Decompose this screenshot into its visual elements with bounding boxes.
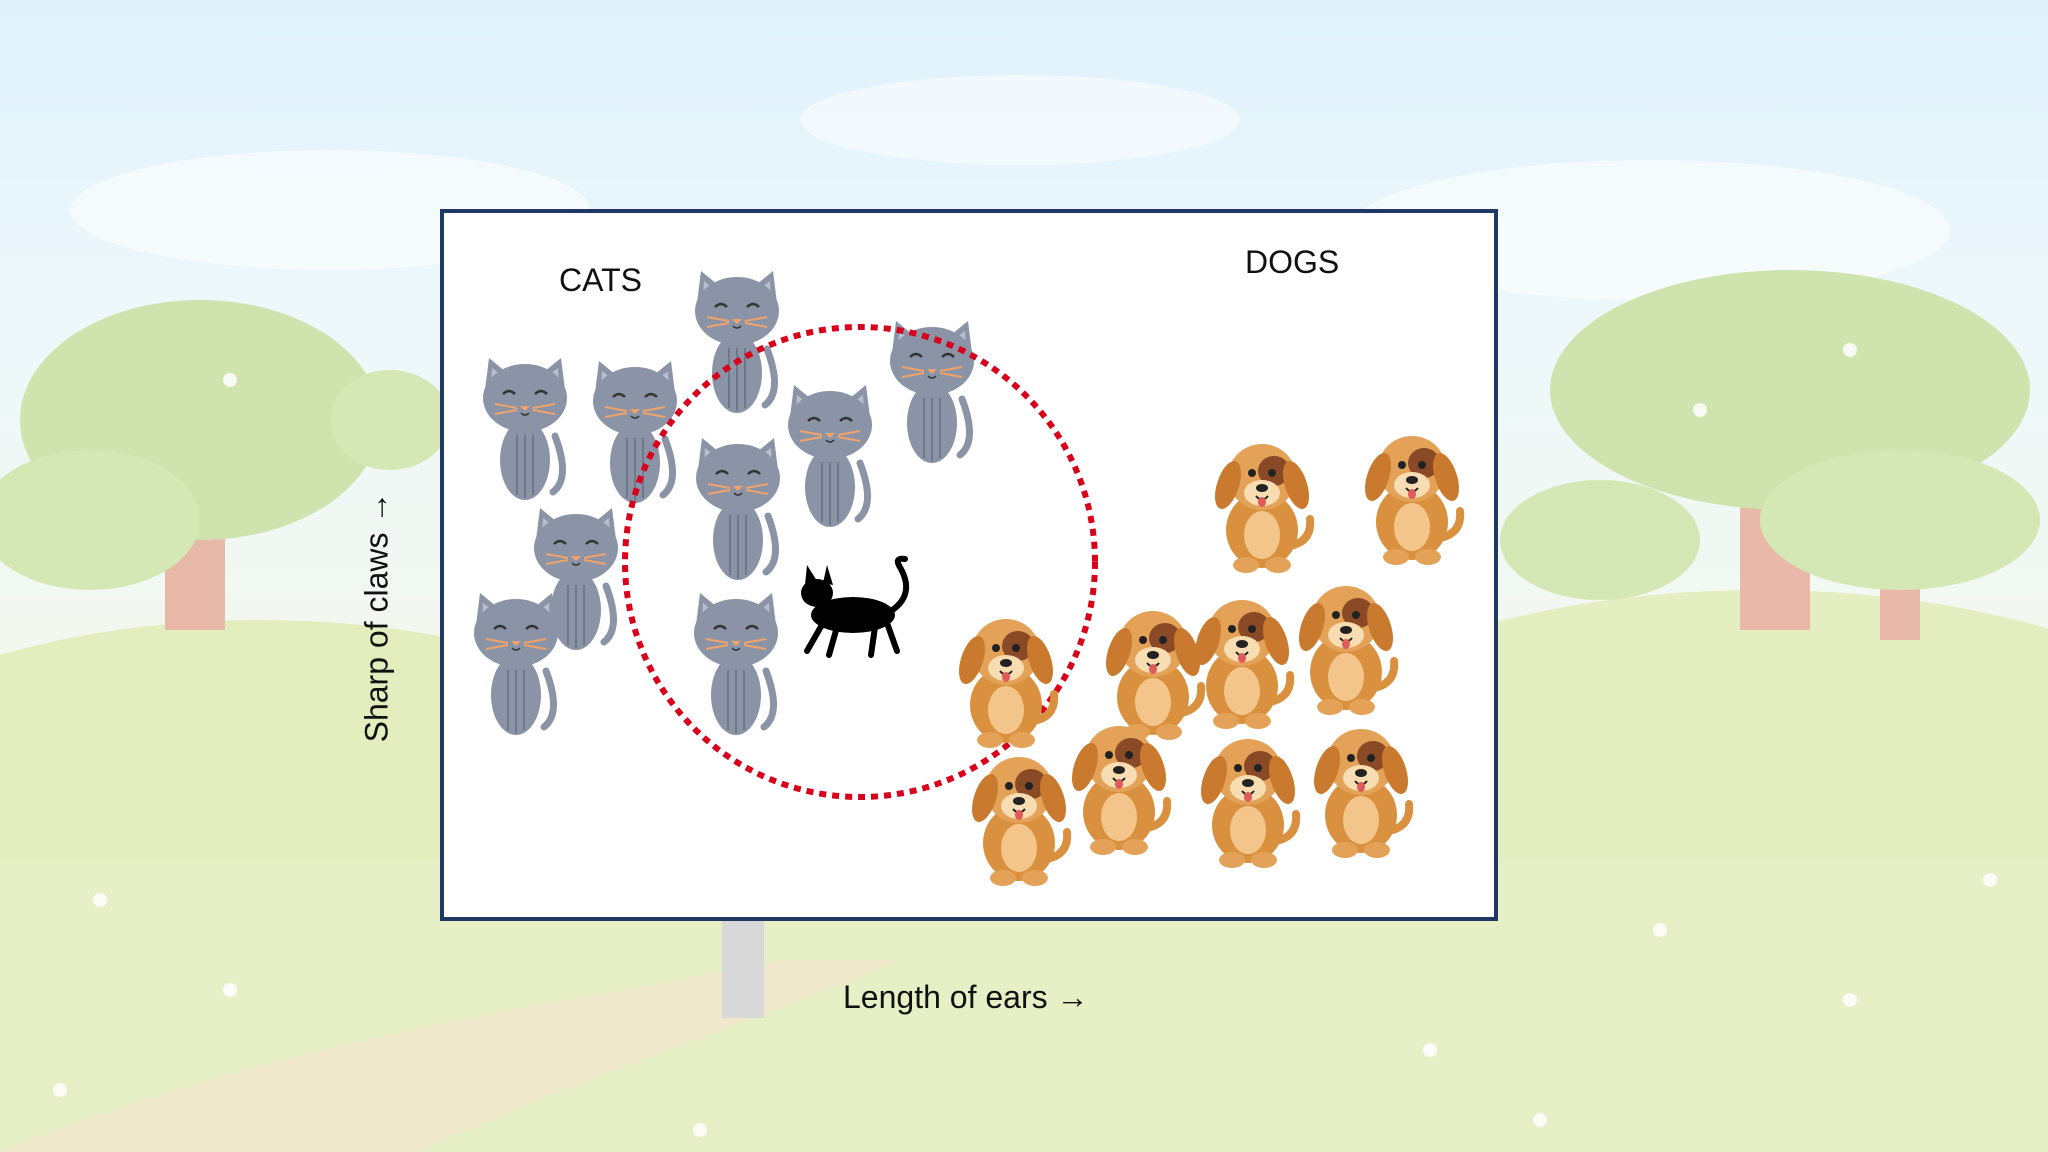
dogs-group-label: DOGS [1245,244,1340,280]
x-axis-title: Length of ears [843,979,1048,1015]
tree-canopy [330,370,450,470]
board-post [722,918,764,1018]
cats-group-label: CATS [559,262,642,298]
tree-canopy [0,450,200,590]
y-axis-label: Sharp of claws → [359,492,396,743]
cloud [800,75,1240,165]
tree-canopy [1760,450,2040,590]
diagram-board [440,209,1498,921]
tree-canopy [1550,270,2030,510]
tree-canopy [1500,480,1700,600]
path-trail [0,960,900,1152]
y-axis-title: Sharp of claws [358,532,395,743]
cloud [1350,160,1950,300]
up-arrow-icon: → [358,491,395,524]
right-arrow-icon: → [1056,979,1089,1015]
x-axis-label: Length of ears → [843,979,1088,1016]
